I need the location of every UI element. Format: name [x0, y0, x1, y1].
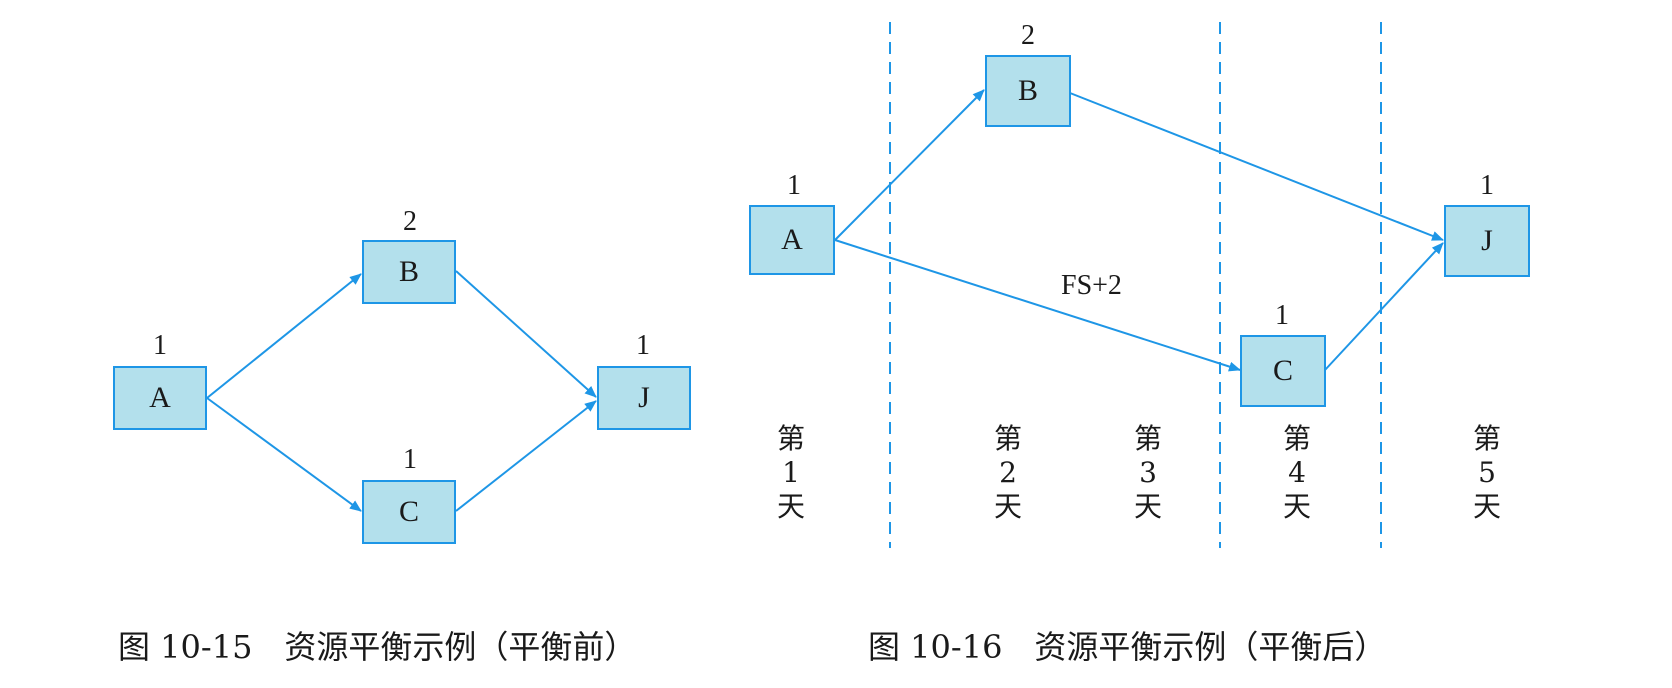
node-c: C — [362, 480, 456, 544]
node-b: B — [362, 240, 456, 304]
node-j: J — [597, 366, 691, 430]
node-c: C — [1240, 335, 1326, 407]
figure-caption: 图 10-15 资源平衡示例（平衡前） — [118, 628, 637, 666]
edge-a-b — [206, 273, 362, 399]
node-j: J — [1444, 205, 1530, 277]
edge-a-c — [834, 239, 1241, 372]
node-b: B — [985, 55, 1071, 127]
node-j-duration: 1 — [636, 330, 650, 361]
figure-before: 1 A 2 B 1 C 1 J 图 10-15 资源平衡示例（平衡前） — [0, 0, 780, 688]
node-b-duration: 2 — [403, 206, 417, 237]
network-diagram-before — [206, 270, 597, 512]
node-b-duration: 2 — [1021, 20, 1035, 51]
node-c-duration: 1 — [403, 444, 417, 475]
node-c-duration: 1 — [1275, 300, 1289, 331]
edge-a-b — [834, 89, 985, 241]
edge-b-j — [1069, 92, 1444, 241]
network-diagram-after — [834, 22, 1444, 548]
node-a: A — [113, 366, 207, 430]
node-a-duration: 1 — [787, 170, 801, 201]
node-j-duration: 1 — [1480, 170, 1494, 201]
lag-label: FS+2 — [1061, 270, 1122, 301]
figure-caption: 图 10-16 资源平衡示例（平衡后） — [868, 628, 1387, 666]
node-a-duration: 1 — [153, 330, 167, 361]
edge-c-j — [455, 400, 597, 512]
edge-a-c — [206, 397, 362, 512]
edge-c-j — [1324, 242, 1444, 371]
node-a: A — [749, 205, 835, 275]
edge-b-j — [455, 270, 597, 398]
